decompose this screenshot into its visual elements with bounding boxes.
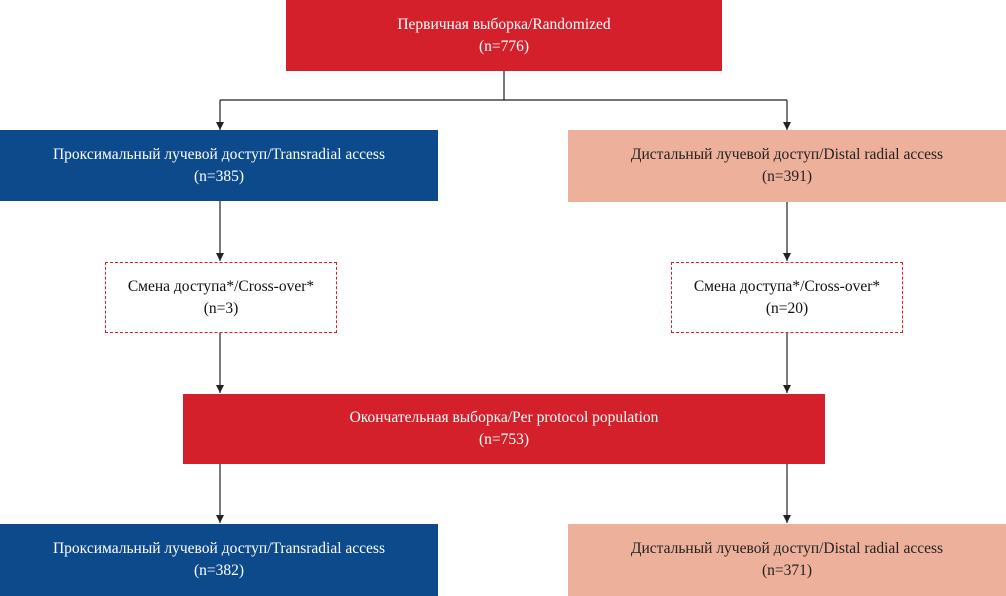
transradial-count: (n=385) bbox=[193, 167, 245, 185]
randomized-count: (n=776) bbox=[478, 37, 530, 55]
transradial-final-box: Проксимальный лучевой доступ/Transradial… bbox=[0, 524, 438, 596]
distal-final-box: Дистальный лучевой доступ/Distal radial … bbox=[568, 524, 1006, 596]
distal-count: (n=391) bbox=[761, 168, 813, 185]
crossover-right-box: Смена доступа*/Cross-over* (n=20) bbox=[671, 262, 903, 333]
distal-final-title: Дистальный лучевой доступ/Distal radial … bbox=[630, 540, 944, 557]
distal-box: Дистальный лучевой доступ/Distal radial … bbox=[568, 130, 1006, 202]
distal-final-count: (n=371) bbox=[761, 562, 813, 579]
randomized-title: Первичная выборка/Randomized bbox=[397, 15, 611, 33]
transradial-final-title: Проксимальный лучевой доступ/Transradial… bbox=[52, 540, 386, 557]
transradial-title: Проксимальный лучевой доступ/Transradial… bbox=[52, 145, 386, 163]
randomized-box: Первичная выборка/Randomized (n=776) bbox=[286, 0, 722, 71]
crossover-left-count: (n=3) bbox=[203, 299, 239, 317]
crossover-left-box: Смена доступа*/Cross-over* (n=3) bbox=[105, 262, 337, 333]
per-protocol-count: (n=753) bbox=[478, 431, 530, 448]
distal-title: Дистальный лучевой доступ/Distal radial … bbox=[630, 146, 944, 163]
crossover-right-count: (n=20) bbox=[765, 299, 809, 317]
crossover-right-title: Смена доступа*/Cross-over* bbox=[693, 277, 881, 295]
transradial-box: Проксимальный лучевой доступ/Transradial… bbox=[0, 130, 438, 201]
per-protocol-box: Окончательная выборка/Per protocol popul… bbox=[183, 394, 825, 464]
transradial-final-count: (n=382) bbox=[193, 562, 245, 579]
crossover-left-title: Смена доступа*/Cross-over* bbox=[127, 277, 315, 295]
per-protocol-title: Окончательная выборка/Per protocol popul… bbox=[349, 409, 659, 426]
